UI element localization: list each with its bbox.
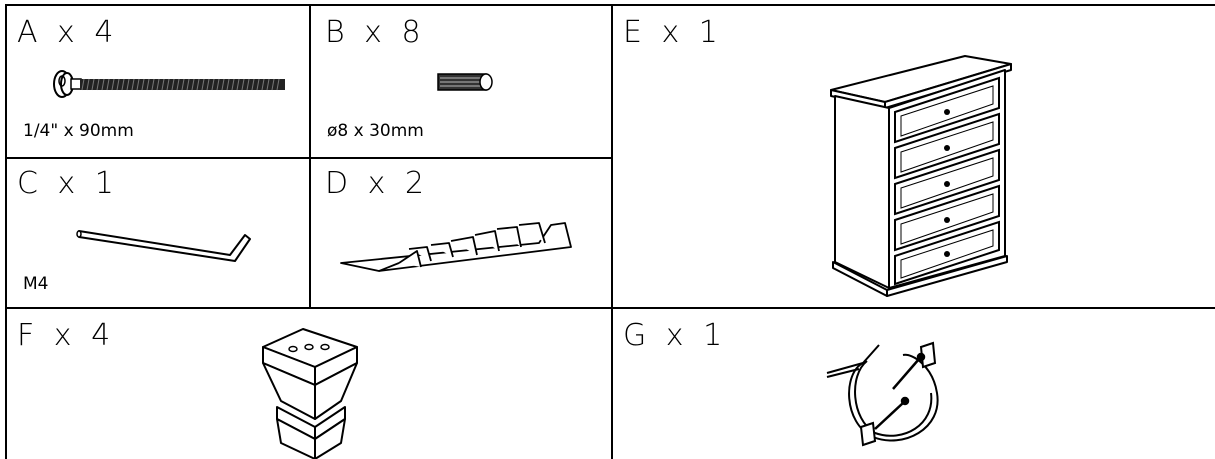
furniture-foot-icon bbox=[262, 328, 358, 459]
part-a-size: 1/4" x 90mm bbox=[23, 121, 134, 141]
part-a-cell: A x 4 bbox=[7, 6, 309, 157]
shim-wedges-icon bbox=[340, 222, 572, 272]
part-b-size: ø8 x 30mm bbox=[327, 121, 424, 141]
part-c-size: M4 bbox=[23, 274, 49, 294]
part-f-cell: F x 4 bbox=[7, 309, 611, 459]
grid-mid-border-h bbox=[5, 307, 1215, 309]
part-g-cell: G x 1 bbox=[613, 309, 1215, 459]
part-e-cell: E x 1 bbox=[613, 6, 1215, 307]
part-d-cell: D x 2 bbox=[311, 159, 611, 307]
anti-tip-strap-icon bbox=[826, 341, 939, 447]
grid-small-border-h bbox=[5, 157, 612, 159]
allen-key-icon bbox=[76, 230, 251, 262]
part-d-label: D x 2 bbox=[325, 166, 428, 201]
dowel-icon bbox=[437, 73, 493, 91]
part-c-label: C x 1 bbox=[17, 166, 117, 201]
part-b-cell: B x 8 ø8 x 30mm bbox=[311, 6, 611, 157]
part-e-label: E x 1 bbox=[623, 15, 721, 50]
grid-left-border bbox=[5, 4, 7, 459]
part-f-label: F x 4 bbox=[17, 318, 114, 353]
grid-border-v2 bbox=[611, 4, 613, 459]
grid-top-border bbox=[5, 4, 1215, 6]
part-a-label: A x 4 bbox=[17, 15, 117, 50]
part-g-label: G x 1 bbox=[623, 318, 726, 353]
chest-of-drawers-icon bbox=[830, 55, 1012, 297]
grid-border-v1 bbox=[309, 4, 311, 308]
bolt-icon bbox=[53, 70, 285, 98]
part-c-cell: C x 1 M4 bbox=[7, 159, 309, 307]
part-b-label: B x 8 bbox=[325, 15, 424, 50]
